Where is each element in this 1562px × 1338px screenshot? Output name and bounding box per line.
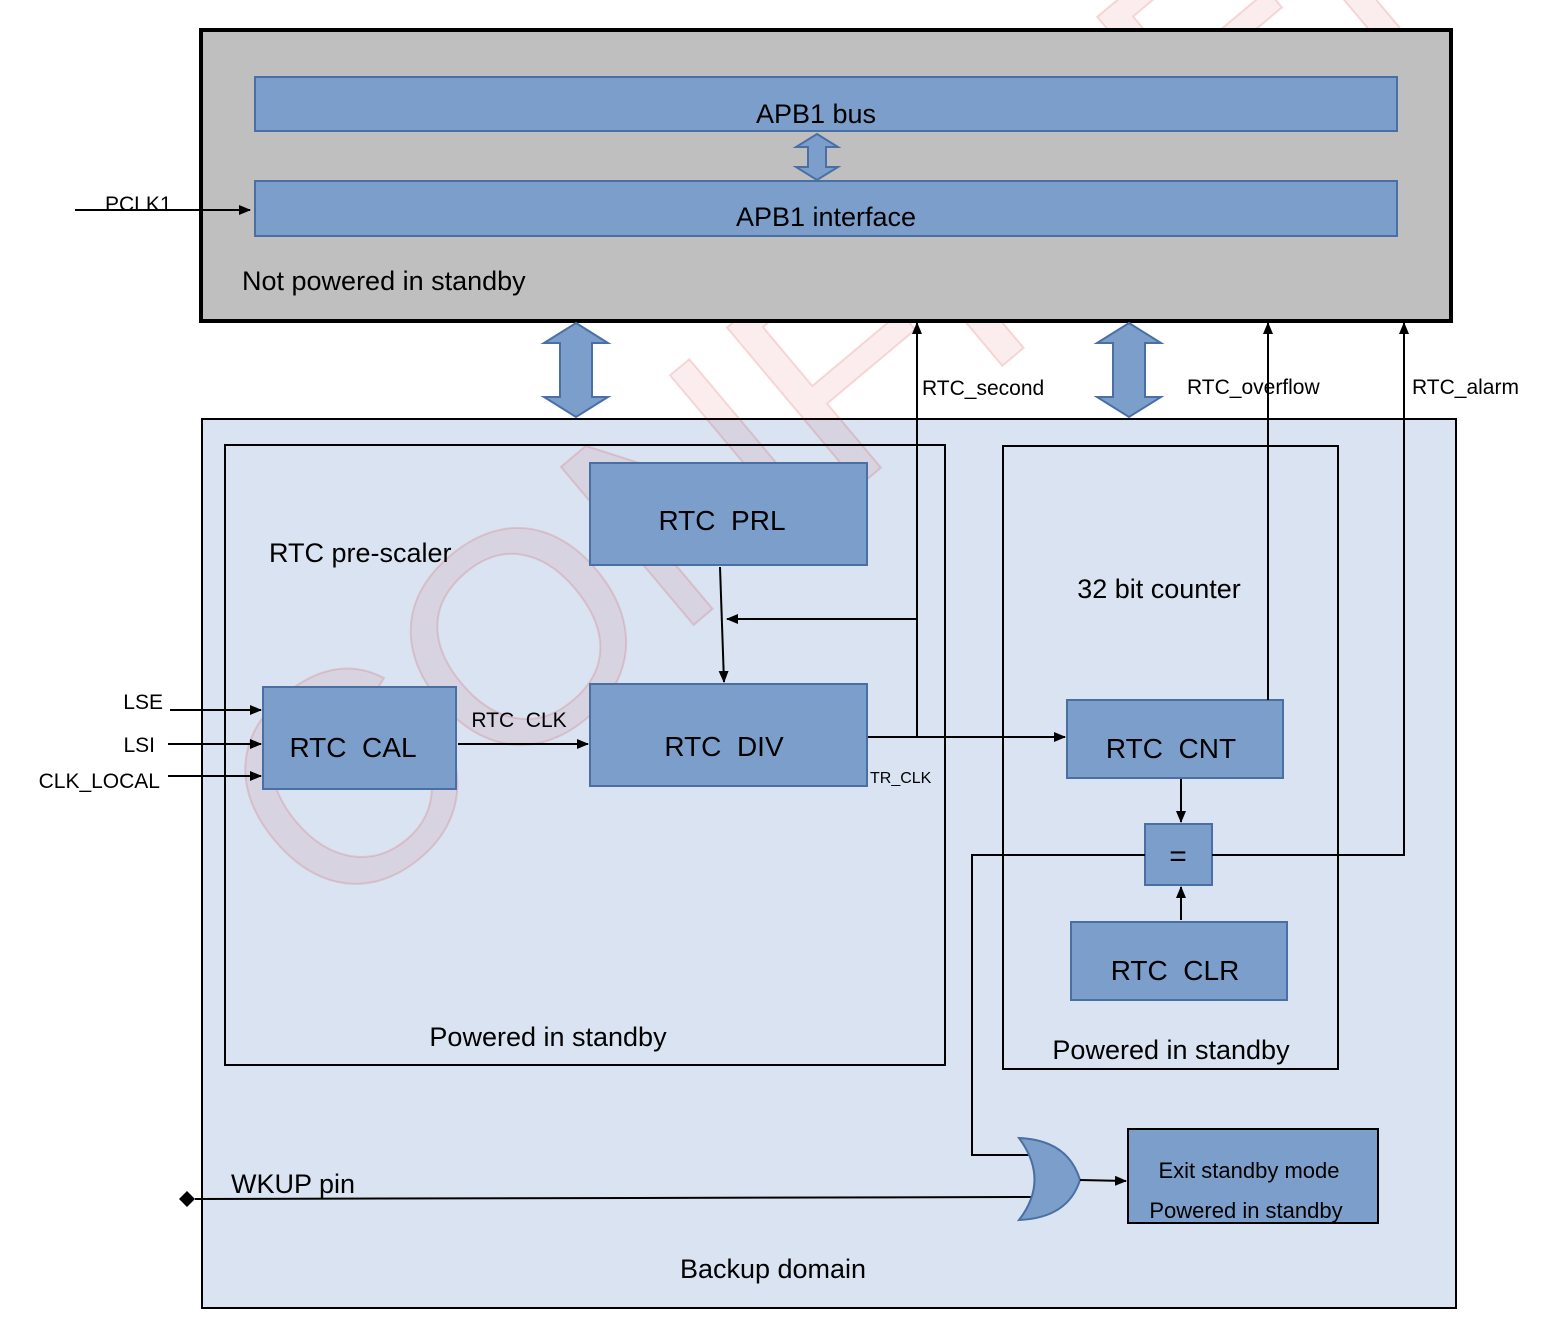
prescaler-title: RTC pre-scaler bbox=[269, 538, 452, 568]
clk-local-label: CLK_LOCAL bbox=[39, 770, 160, 793]
counter-bus-double-arrow bbox=[1093, 321, 1165, 419]
rtc-overflow-label: RTC_overflow bbox=[1187, 376, 1320, 399]
prescaler-bus-double-arrow bbox=[540, 321, 612, 419]
lse-label: LSE bbox=[123, 691, 163, 714]
wkup-pin-line bbox=[194, 1196, 1034, 1200]
rtc-alarm-label: RTC_alarm bbox=[1412, 376, 1519, 399]
or-gate bbox=[1016, 1136, 1082, 1222]
prescaler-caption: Powered in standby bbox=[429, 1022, 667, 1052]
counter-title: 32 bit counter bbox=[1077, 574, 1241, 604]
counter-region bbox=[1002, 445, 1339, 1070]
tr-clk-label: TR_CLK bbox=[870, 770, 932, 787]
compare-symbol: = bbox=[1169, 840, 1187, 873]
rtc-alarm-path bbox=[1212, 322, 1409, 856]
rtc-second-label: RTC_second bbox=[922, 377, 1044, 400]
rtc-div-block bbox=[589, 683, 868, 787]
rtc-clk-label: RTC CLK bbox=[471, 709, 566, 732]
rtc-cal-block bbox=[262, 686, 457, 790]
wkup-pin-marker bbox=[179, 1191, 195, 1207]
or-to-exit-line bbox=[1079, 1175, 1127, 1186]
rtc-prl-label: RTC PRL bbox=[658, 505, 785, 536]
apb1-bus-label: APB1 bus bbox=[756, 99, 876, 129]
exit-standby-line2: Powered in standby bbox=[1149, 1198, 1342, 1223]
rtc-clr-label: RTC CLR bbox=[1111, 955, 1240, 986]
rtc-prl-block bbox=[589, 462, 868, 566]
compare-to-or-path bbox=[971, 854, 1145, 1156]
rtc-cnt-label: RTC CNT bbox=[1106, 733, 1236, 764]
exit-standby-line1: Exit standby mode bbox=[1159, 1158, 1340, 1183]
rtc-cnt-block bbox=[1066, 699, 1284, 779]
counter-caption: Powered in standby bbox=[1052, 1035, 1290, 1065]
prl-to-div-line bbox=[718, 566, 729, 683]
apb-region-caption: Not powered in standby bbox=[242, 266, 526, 296]
apb1-bus-block bbox=[254, 76, 1398, 132]
rtc-clr-block bbox=[1070, 921, 1288, 1001]
apb1-interface-label: APB1 interface bbox=[736, 202, 916, 232]
apb1-interface-block bbox=[254, 180, 1398, 237]
bus-interface-double-arrow bbox=[792, 132, 842, 182]
rtc-div-label: RTC DIV bbox=[664, 731, 784, 762]
prescaler-region bbox=[224, 444, 946, 1066]
rtc-cal-label: RTC CAL bbox=[289, 732, 416, 763]
backup-domain-caption: Backup domain bbox=[680, 1254, 866, 1284]
lsi-label: LSI bbox=[123, 734, 155, 757]
exit-standby-block bbox=[1127, 1128, 1379, 1224]
wkup-pin-label: WKUP pin bbox=[231, 1169, 355, 1199]
pclk1-label: PCLK1 bbox=[105, 193, 172, 216]
